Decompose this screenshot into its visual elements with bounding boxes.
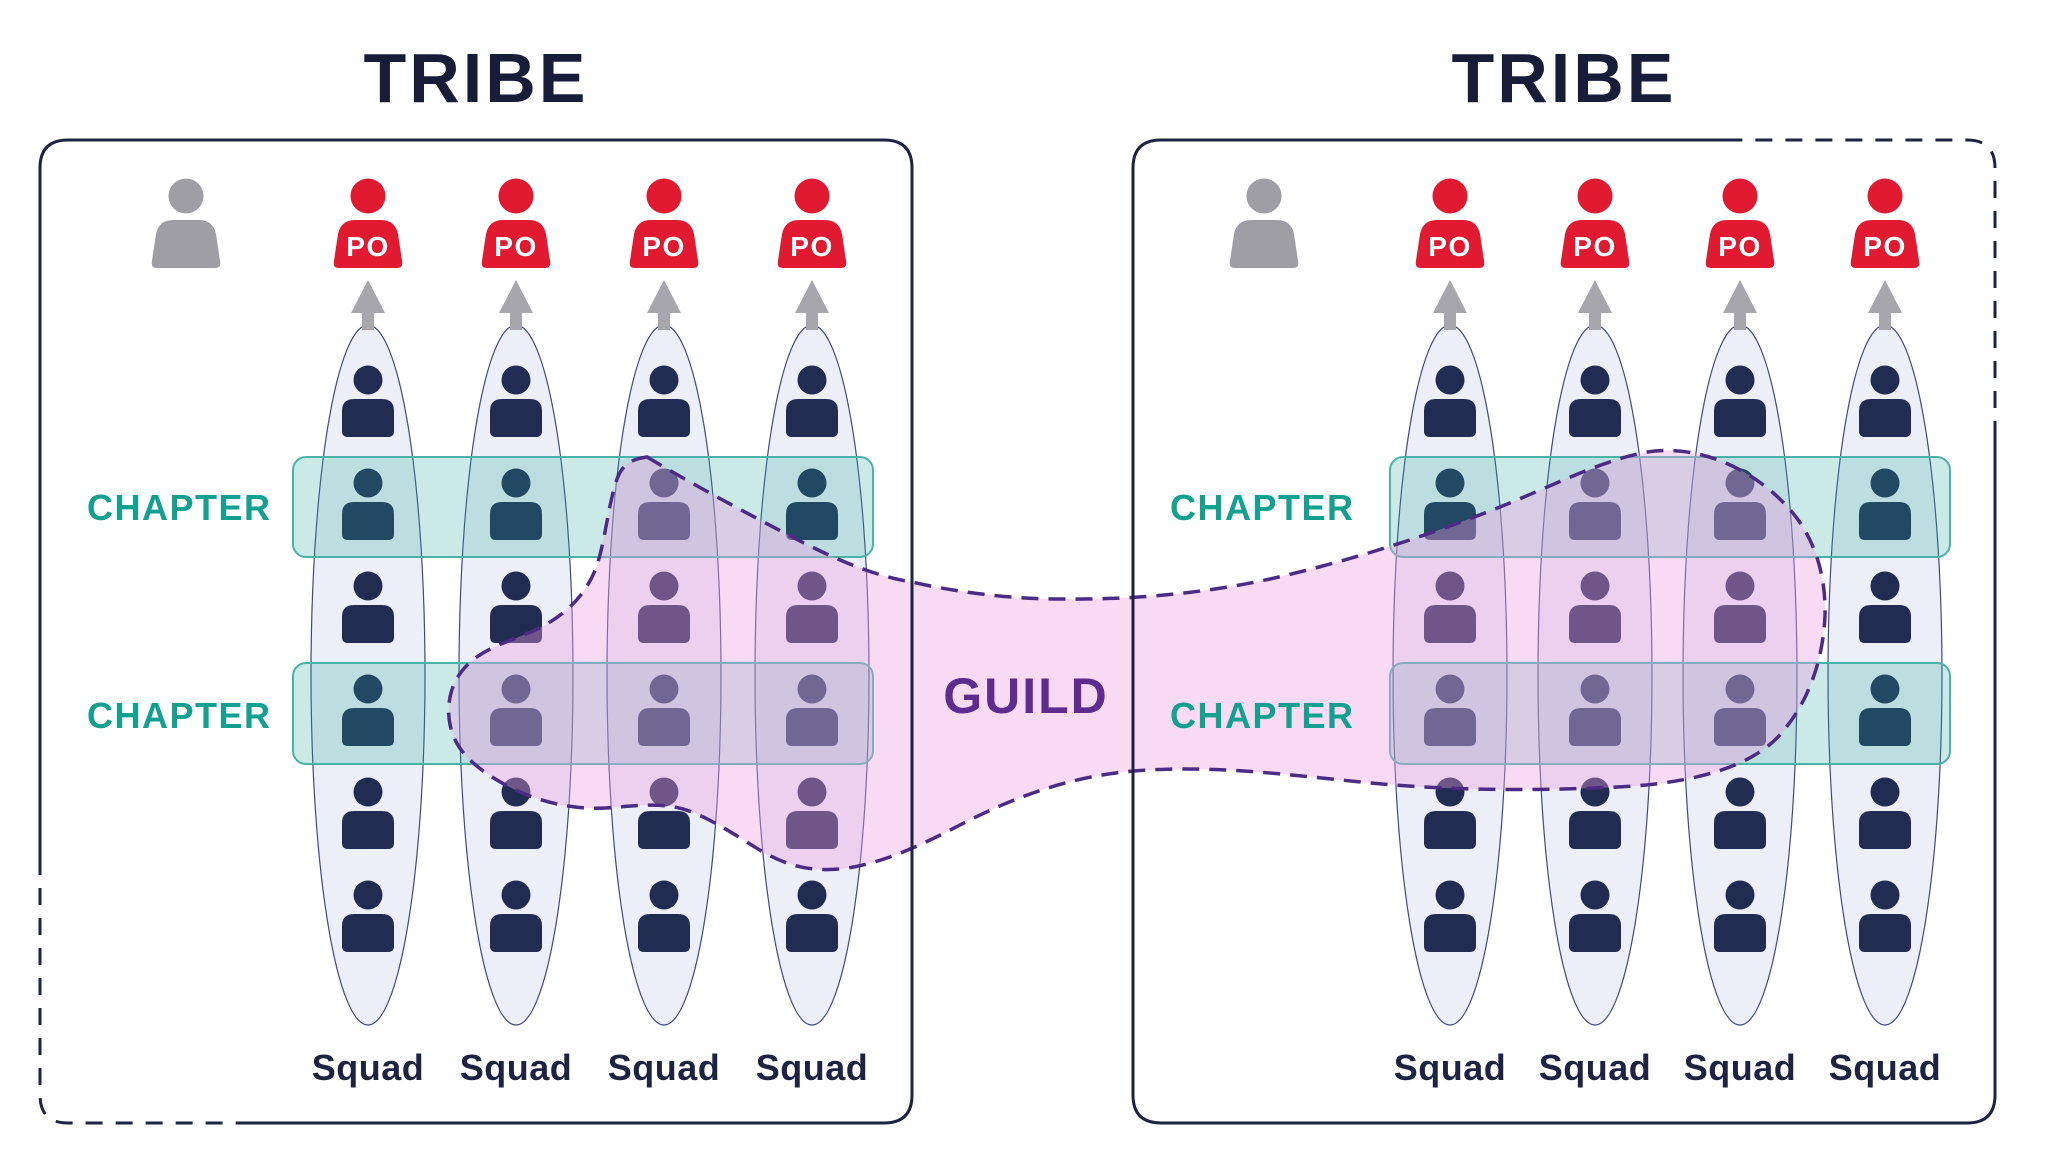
tribe-left-squads: [310, 324, 870, 1026]
chapter-band: [1389, 456, 1951, 558]
tribe-left-border: [38, 138, 914, 1125]
chapter-label: CHAPTER: [87, 695, 272, 736]
tribe-borders: [38, 138, 1997, 1125]
chapter-band: [1389, 662, 1951, 765]
squad-label: Squad: [460, 1047, 573, 1088]
tribe-lead-person-icon: [1229, 178, 1299, 268]
arrow-up-icon: [1868, 280, 1902, 330]
tribe-left-border-dashed: [38, 858, 245, 1125]
arrow-up-icon: [795, 280, 829, 330]
chapter-bands: [292, 456, 1951, 765]
guild-label: GUILD: [943, 668, 1109, 724]
arrow-up-icon: [647, 280, 681, 330]
arrow-up-icon: [351, 280, 385, 330]
tribe-right-border: [1131, 138, 1997, 1125]
chapter-label: CHAPTER: [1170, 695, 1355, 736]
squad-label: Squad: [1394, 1047, 1507, 1088]
po-badge-label: PO: [1863, 231, 1906, 262]
squad-label: Squad: [1684, 1047, 1797, 1088]
chapter-band: [292, 662, 874, 765]
squad-label: Squad: [1539, 1047, 1652, 1088]
squad-label: Squad: [756, 1047, 869, 1088]
tribe-lead-person-icon: [151, 178, 221, 268]
tribe-title: TRIBE: [364, 39, 589, 117]
po-badge-label: PO: [790, 231, 833, 262]
po-badge-label: PO: [1573, 231, 1616, 262]
chapter-label: CHAPTER: [1170, 487, 1355, 528]
labels: TRIBE TRIBE CHAPTER CHAPTER CHAPTER CHAP…: [87, 39, 1941, 1088]
po-badge-label: PO: [346, 231, 389, 262]
arrow-up-icon: [499, 280, 533, 330]
arrow-up-icon: [1723, 280, 1757, 330]
tribe-right-squads: [1392, 324, 1943, 1026]
po-badge-label: PO: [1718, 231, 1761, 262]
po-badge-label: PO: [1428, 231, 1471, 262]
arrow-up-icon: [1433, 280, 1467, 330]
chapter-label: CHAPTER: [87, 487, 272, 528]
tribe-right-border-dashed: [1733, 138, 1997, 438]
arrow-up-icon: [1578, 280, 1612, 330]
po-badge-label: PO: [494, 231, 537, 262]
squad-label: Squad: [608, 1047, 721, 1088]
squad-label: Squad: [1829, 1047, 1942, 1088]
tribe-title: TRIBE: [1452, 39, 1677, 117]
guild-region: [446, 448, 1827, 872]
squad-label: Squad: [312, 1047, 425, 1088]
po-badge-label: PO: [642, 231, 685, 262]
chapter-band: [292, 456, 874, 558]
